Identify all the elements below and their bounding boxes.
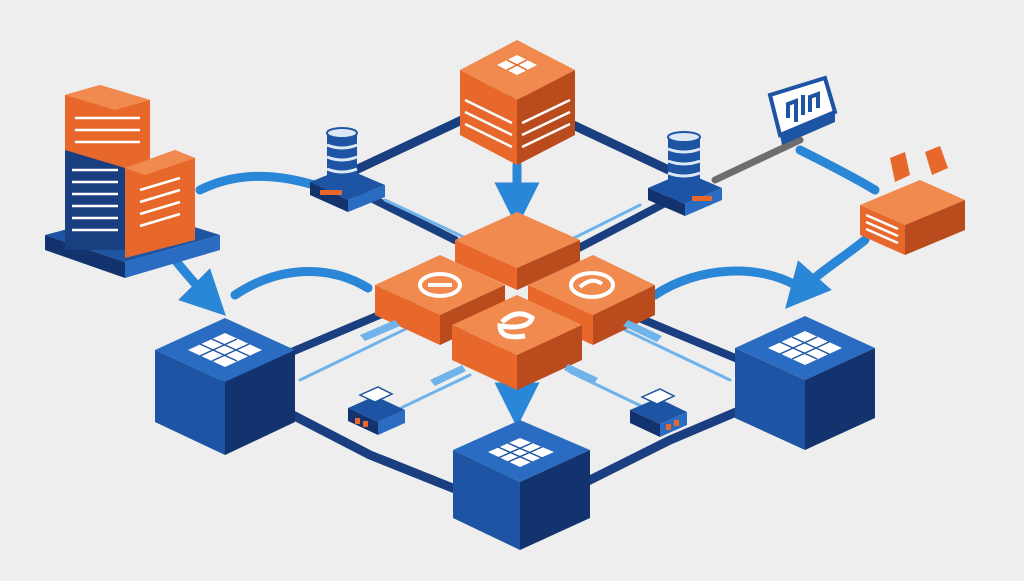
small-node-right <box>630 388 687 437</box>
small-switch-icon <box>640 388 679 430</box>
flow-arrow-right-curve <box>650 266 800 300</box>
top-orange-server <box>460 40 575 165</box>
cable-line <box>711 136 804 184</box>
flow-arrow-sign-to-device <box>795 145 880 195</box>
analytics-sign <box>767 75 838 145</box>
flow-line-db-left <box>383 198 472 242</box>
router-icon <box>865 213 899 245</box>
connector-plugs <box>360 320 662 386</box>
hub-block-left <box>375 255 505 345</box>
e-symbol-icon <box>418 272 462 298</box>
central-hub <box>375 212 655 390</box>
small-switch-icon <box>355 386 394 427</box>
e-symbol-icon <box>569 271 615 299</box>
small-node-left <box>348 386 405 435</box>
blue-cube-left <box>155 318 295 455</box>
window-grid-icon <box>497 55 537 75</box>
orange-device-right <box>860 146 965 255</box>
database-right <box>648 131 722 216</box>
blue-cube-bottom <box>453 420 590 550</box>
database-icon <box>667 131 701 192</box>
grid-panel-icon <box>488 438 554 467</box>
flow-arrow-left-to-hub <box>230 267 373 300</box>
blue-cube-right <box>735 316 875 450</box>
hub-block-back <box>455 212 580 290</box>
grid-panel-icon <box>188 333 262 367</box>
grid-panel-icon <box>768 331 842 365</box>
bar-chart-icon <box>786 91 820 122</box>
rack-side-orange <box>125 150 195 258</box>
flow-arrow-server-to-left-cube <box>170 255 226 316</box>
hub-block-front <box>452 295 582 390</box>
e-symbol-icon <box>497 311 535 340</box>
rack-body-blue <box>65 150 125 250</box>
server-rack-left <box>45 85 220 278</box>
flow-arrow-device-to-right-cube <box>785 235 870 309</box>
database-left <box>310 127 385 212</box>
database-icon <box>326 127 358 188</box>
rack-vents-icon <box>72 168 118 232</box>
